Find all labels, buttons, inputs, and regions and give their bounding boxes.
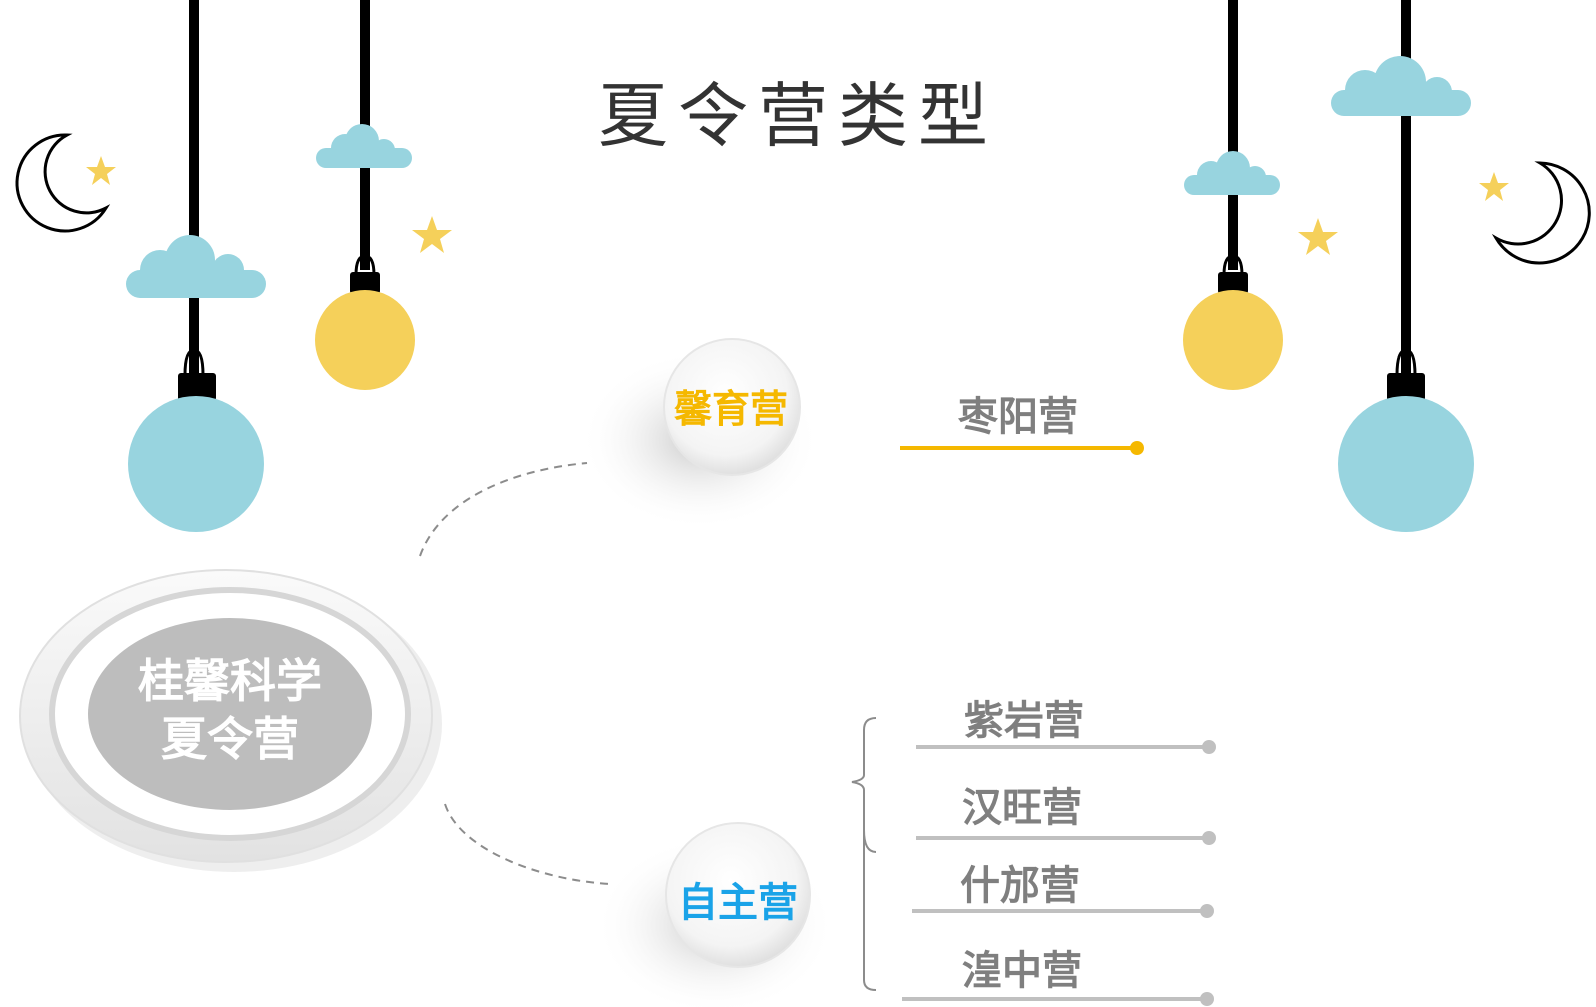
cloud-icon: [126, 235, 266, 298]
bracket: [851, 717, 877, 991]
star-icon: [86, 156, 116, 185]
item-line: [916, 831, 1216, 845]
hanging-string: [189, 0, 199, 380]
branch-node-2: [595, 822, 835, 1007]
cloud-icon: [1184, 151, 1280, 195]
branch-node-1: [580, 338, 820, 530]
moon-icon: [1491, 161, 1591, 265]
item-label: 枣阳营: [958, 394, 1078, 440]
hanging-string: [1228, 0, 1238, 270]
star-icon: [1479, 172, 1509, 201]
item-line: [900, 441, 1144, 455]
ornament-yellow: [1183, 254, 1283, 390]
branch-2-label: 自主营: [678, 880, 798, 926]
ornament-blue: [128, 348, 264, 532]
item-label: 汉旺营: [962, 785, 1082, 831]
left-hanging-decor: [15, 0, 452, 532]
connector-dashed: [419, 462, 588, 557]
center-node: [19, 569, 442, 872]
hanging-string: [1401, 0, 1411, 380]
item-label: 什邡营: [960, 863, 1080, 909]
item-line: [912, 904, 1214, 918]
bracket: [863, 829, 877, 853]
item-line: [902, 992, 1214, 1006]
star-icon: [1298, 218, 1338, 255]
center-label-line2: 夏令营: [161, 712, 299, 766]
star-icon: [412, 216, 452, 253]
item-label: 紫岩营: [964, 698, 1084, 744]
item-line: [916, 740, 1216, 754]
cloud-icon: [316, 124, 412, 168]
cloud-icon: [1331, 56, 1471, 116]
item-label: 湟中营: [962, 948, 1082, 994]
ornament-blue: [1338, 348, 1474, 532]
slide-title: 夏令营类型: [598, 75, 998, 157]
center-node-label: 桂馨科学 夏令营: [95, 652, 365, 768]
ornament-yellow: [315, 254, 415, 390]
connector-dashed: [444, 803, 611, 885]
branch-1-label: 馨育营: [673, 387, 788, 431]
moon-icon: [15, 133, 111, 233]
center-label-line1: 桂馨科学: [138, 654, 322, 708]
right-hanging-decor: [1183, 0, 1591, 532]
